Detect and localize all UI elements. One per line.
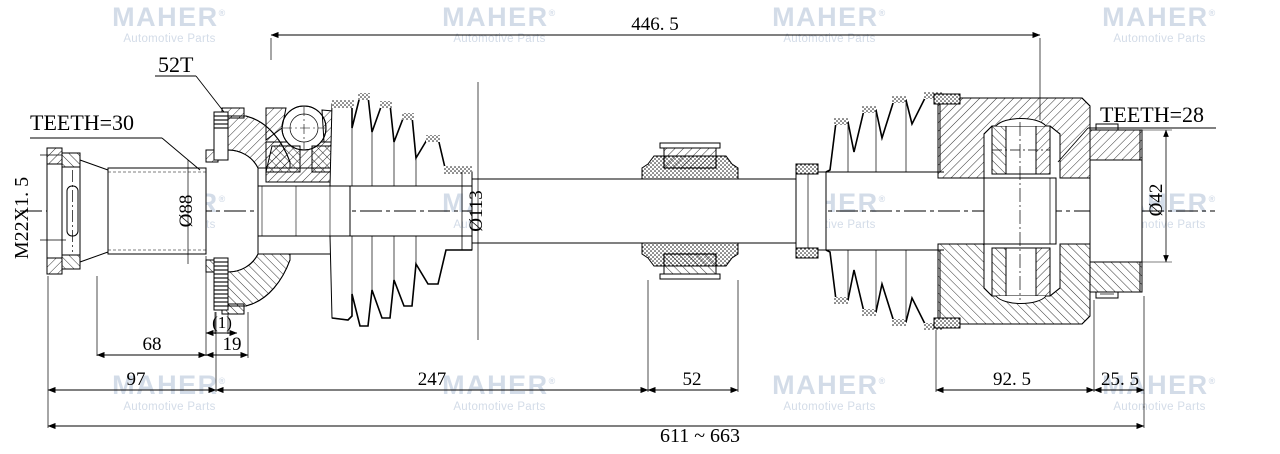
inner-tripod-housing <box>933 93 1119 329</box>
damper-weight <box>641 142 739 280</box>
dimension-dia-88: Ø88 <box>176 160 197 264</box>
dimension-92-5: 92. 5 <box>935 300 1095 394</box>
right-bellows-boot <box>825 92 944 330</box>
watermark-tagline: Automotive Parts <box>123 401 216 413</box>
dim-247: 247 <box>418 369 447 390</box>
watermark-tagline: Automotive Parts <box>1113 33 1206 45</box>
watermark-tagline: Automotive Parts <box>1113 401 1206 413</box>
dim-97: 97 <box>127 369 146 390</box>
label-teeth-30: TEETH=30 <box>30 110 134 135</box>
label-52t: 52T <box>158 52 194 77</box>
watermark-brand: MAHER® <box>442 2 557 32</box>
dimension-top-overall: 446. 5 <box>270 14 1041 120</box>
dimension-overall-611-663: 611 ~ 663 <box>47 392 1145 447</box>
watermark-brand: MAHER® <box>772 370 887 400</box>
right-boot-neck <box>795 163 827 259</box>
dimension-25-5: 25. 5 <box>1093 296 1145 408</box>
watermark-brand: MAHER® <box>1102 2 1217 32</box>
dimension-1: (1) <box>205 312 238 337</box>
dimension-52: 52 <box>647 280 739 394</box>
watermark-tile: MAHER®Automotive Parts <box>62 372 277 414</box>
leader-teeth-28: TEETH=28 <box>1057 102 1216 163</box>
left-bellows-boot <box>329 93 474 327</box>
dim-446-5: 446. 5 <box>631 14 679 35</box>
watermark-tagline: Automotive Parts <box>453 33 546 45</box>
dimension-97: 97 <box>47 276 217 394</box>
dim-1: (1) <box>212 313 232 332</box>
left-threaded-stub <box>46 147 109 275</box>
dim-52: 52 <box>683 369 702 390</box>
watermark-tile: MAHER®Automotive Parts <box>1052 4 1267 46</box>
watermark-tagline: Automotive Parts <box>1113 219 1206 231</box>
dimension-dia-113: Ø113 <box>466 82 487 340</box>
abs-tone-ring-52t <box>213 111 229 311</box>
label-teeth-28: TEETH=28 <box>1100 102 1204 127</box>
watermark-tile: MAHER®Automotive Parts <box>1052 372 1267 414</box>
watermark-tile: MAHER®Automotive Parts <box>62 4 277 46</box>
label-dia-42: Ø42 <box>1146 184 1167 217</box>
watermark-brand: MAHER® <box>442 370 557 400</box>
watermark-brand: MAHER® <box>112 370 227 400</box>
dim-611-663: 611 ~ 663 <box>660 425 740 447</box>
left-splined-shaft <box>107 167 207 255</box>
watermark-tile: MAHER®Automotive Parts <box>722 4 937 46</box>
watermark-tile: MAHER®Automotive Parts <box>392 372 607 414</box>
watermark-tagline: Automotive Parts <box>123 33 216 45</box>
watermark-tagline: Automotive Parts <box>783 33 876 45</box>
main-shaft <box>471 178 816 244</box>
dimension-19: 19 <box>205 312 249 359</box>
watermark-tile: MAHER®Automotive Parts <box>722 372 937 414</box>
leader-teeth-30: TEETH=30 <box>30 110 201 171</box>
watermark-tagline: Automotive Parts <box>783 401 876 413</box>
dim-92-5: 92. 5 <box>993 369 1031 390</box>
thread-text: M22X1. 5 <box>11 177 33 259</box>
watermark-brand: MAHER® <box>772 2 887 32</box>
dim-19: 19 <box>223 334 242 355</box>
watermark-tagline: Automotive Parts <box>453 401 546 413</box>
dim-25-5: 25. 5 <box>1101 369 1139 390</box>
label-dia-113: Ø113 <box>466 190 487 232</box>
watermark-tile: MAHER®Automotive Parts <box>392 4 607 46</box>
dim-68: 68 <box>143 334 162 355</box>
watermark-brand: MAHER® <box>1102 370 1217 400</box>
watermark-tagline: Automotive Parts <box>783 219 876 231</box>
dimension-dia-42: Ø42 <box>1142 129 1172 263</box>
dimension-247: 247 <box>215 280 649 394</box>
label-thread-m22: M22X1. 5 <box>11 154 66 259</box>
label-dia-88: Ø88 <box>176 195 197 228</box>
right-output-stub <box>1089 129 1143 293</box>
leader-52t: 52T <box>155 52 225 113</box>
dimension-68: 68 <box>96 256 207 359</box>
watermark-brand: MAHER® <box>112 2 227 32</box>
